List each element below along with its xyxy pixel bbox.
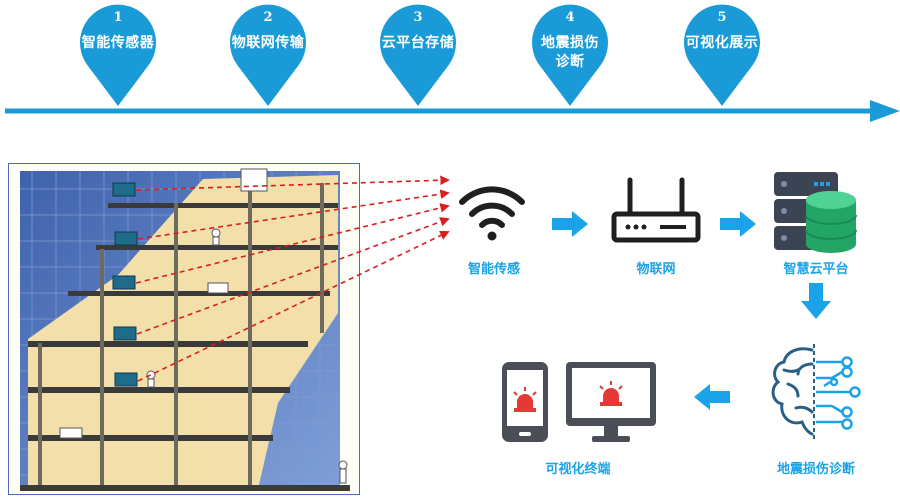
caption-sensing: 智能传感 [467, 262, 520, 277]
building-section-illustration [8, 163, 360, 495]
timeline-step-2: 2 物联网传输 [226, 0, 310, 108]
arrow-left-icon [694, 384, 730, 410]
caption-iot: 物联网 [636, 262, 676, 277]
map-pin-icon [230, 4, 306, 106]
step-label: 云平台存储 [381, 35, 455, 51]
step-number: 5 [717, 10, 727, 25]
caption-diagnosis: 地震损伤诊断 [776, 462, 855, 477]
timeline-step-5: 5 可视化展示 [680, 0, 764, 108]
sensor-devices [112, 182, 138, 387]
step-label: 地震损伤诊断 [541, 35, 599, 70]
arrow-right-icon [720, 211, 756, 237]
alarm-icon [599, 381, 623, 406]
ai-brain-icon [771, 344, 861, 440]
caption-display: 可视化终端 [545, 462, 611, 477]
step-label: 可视化展示 [685, 35, 759, 51]
arrow-down-icon [801, 283, 831, 319]
step-label: 物联网传输 [231, 35, 305, 51]
map-pin-icon [684, 4, 760, 106]
map-pin-icon [80, 4, 156, 106]
step-label: 智能传感器 [81, 35, 155, 51]
timeline-step-3: 3 云平台存储 [376, 0, 460, 108]
monitor-icon [566, 362, 656, 442]
cloud-server-icon [774, 172, 857, 253]
step-number: 3 [413, 10, 423, 25]
wifi-icon [459, 186, 525, 241]
alarm-icon [513, 387, 537, 412]
router-icon [611, 177, 701, 243]
timeline-step-1: 1 智能传感器 [76, 0, 160, 108]
smartphone-icon [502, 362, 548, 442]
arrow-right-icon [552, 211, 588, 237]
step-number: 1 [113, 10, 123, 25]
timeline-step-4: 4 地震损伤诊断 [528, 0, 612, 108]
caption-cloud: 智慧云平台 [783, 262, 849, 277]
map-pin-icon [532, 4, 608, 106]
step-number: 4 [565, 10, 575, 25]
step-number: 2 [263, 10, 273, 25]
timeline-arrow [5, 100, 900, 122]
map-pin-icon [380, 4, 456, 106]
